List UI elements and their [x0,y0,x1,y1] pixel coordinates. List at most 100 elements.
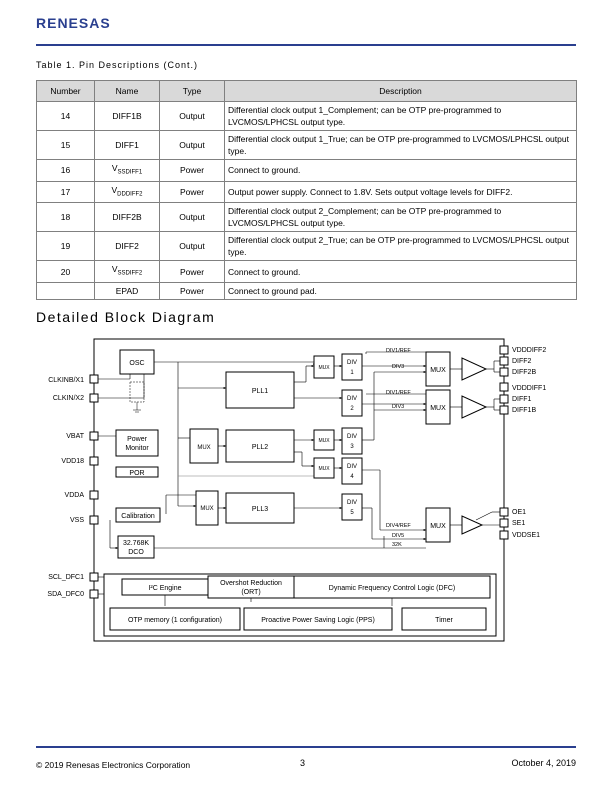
header-number: Number [36,80,95,102]
svg-text:5: 5 [350,510,354,516]
pin-vss: VSS [70,517,84,524]
pin-diff2: DIFF2 [512,358,532,365]
table-header-row: Number Name Type Description [36,80,577,102]
signal-div4ref: DIV4/REF [386,523,411,529]
pin-type: Output [159,101,225,131]
i2c-engine-label: I²C Engine [148,585,181,592]
pin-number: 17 [36,180,95,204]
pin-number: 18 [36,202,95,233]
pin-number [36,282,95,301]
pin-description: Differential clock output 1_True; can be… [224,130,577,160]
pin-name: DIFF1 [94,130,160,160]
pin-name: DIFF2 [94,231,160,262]
pll3-block [225,492,295,524]
svg-text:DIV: DIV [347,500,357,506]
pin-vdda: VDDA [65,492,85,499]
pin-number: 20 [36,260,95,284]
calibration-label: Calibration [121,513,155,520]
timer-label: Timer [435,617,453,624]
pin-se1: SE1 [512,520,525,527]
renesas-logo: RENESAS [36,15,111,31]
pin-diff1b: DIFF1B [512,407,536,414]
right-pins: VDDDIFF2 DIFF2 DIFF2B VDDDIFF1 DIFF1 DIF… [499,345,546,540]
header-type: Type [159,80,225,102]
pin-number: 19 [36,231,95,262]
pin-diff1: DIFF1 [512,396,532,403]
pin-diff2b: DIFF2B [512,369,536,376]
pll1-label: PLL1 [252,388,268,395]
header-description: Description [224,80,577,102]
pin-description: Differential clock output 1_Complement; … [224,101,577,131]
svg-text:DIV: DIV [347,396,357,402]
pin-description: Output power supply. Connect to 1.8V. Se… [224,180,577,204]
pin-type: Power [159,159,225,182]
output-mux-diff1-label: MUX [430,405,446,412]
mux-div1-label: MUX [318,365,330,371]
pin-vdd18: VDD18 [61,458,84,465]
pin-number: 14 [36,101,95,131]
diff2-buffer-icon [461,357,488,381]
pin-name: EPAD [94,282,160,301]
crystal-icon [129,381,145,403]
pin-clkin: CLKIN/X2 [53,395,84,402]
mux-div4-label: MUX [318,466,330,472]
output-mux-diff2 [425,351,451,387]
svg-text:1: 1 [350,370,354,376]
footer-page-number: 3 [300,758,306,768]
mux-pll3-label: MUX [200,506,213,512]
chip-outline [93,338,505,642]
calibration-block [115,507,161,523]
left-pins: CLKINB/X1 CLKIN/X2 VBAT VDD18 VDDA VSS S… [47,374,99,599]
div2-block: DIV 2 [341,389,363,417]
power-monitor-block [115,429,159,457]
pll3-label: PLL3 [252,506,268,513]
pps-label: Proactive Power Saving Logic (PPS) [261,617,375,624]
ort-label-1: Overshot Reduction [220,580,282,587]
block-diagram: CLKINB/X1 CLKIN/X2 VBAT VDD18 VDDA VSS S… [47,338,546,642]
output-mux-diff2-label: MUX [430,367,446,374]
ort-label-2: (ORT) [241,589,260,596]
power-monitor-label-2: Monitor [125,445,149,452]
power-monitor-label-1: Power [127,436,148,443]
div3-block: DIV 3 [341,427,363,455]
output-mux-diff1 [425,389,451,425]
pin-name: DIFF2B [94,202,160,233]
timer-block [401,607,487,631]
mux-div1-block [313,355,335,379]
pin-type: Output [159,202,225,233]
pll2-label: PLL2 [252,444,268,451]
mux-pll2-block [189,428,219,464]
se1-buffer-icon [461,515,484,535]
dco-block [117,535,155,559]
div5-block: DIV 5 [341,493,363,521]
signal-32k: 32K [392,542,402,548]
dfc-label: Dynamic Frequency Control Logic (DFC) [329,585,455,592]
pin-vdddiff2: VDDDIFF2 [512,347,546,354]
pin-type: Power [159,180,225,204]
table-caption: Table 1. Pin Descriptions (Cont.) [36,60,199,70]
pin-sda-dfc0: SDA_DFC0 [47,591,84,598]
output-mux-se1 [425,507,451,543]
header-name: Name [94,80,160,102]
mux-div3-label: MUX [318,438,330,444]
signal-div1ref-b: DIV1/REF [386,390,411,396]
pin-name: VDDDIFF2 [94,180,160,204]
footer-date: October 4, 2019 [511,758,576,768]
pin-vbat: VBAT [66,433,84,440]
footer-rule [36,746,576,748]
div1-block: DIV 1 [341,353,363,381]
por-block [115,466,159,478]
pin-type: Power [159,260,225,284]
pin-type: Power [159,282,225,301]
pin-number: 16 [36,159,95,182]
svg-text:3: 3 [350,444,354,450]
output-mux-se1-label: MUX [430,523,446,530]
por-label: POR [129,470,144,477]
svg-text:2: 2 [350,406,354,412]
